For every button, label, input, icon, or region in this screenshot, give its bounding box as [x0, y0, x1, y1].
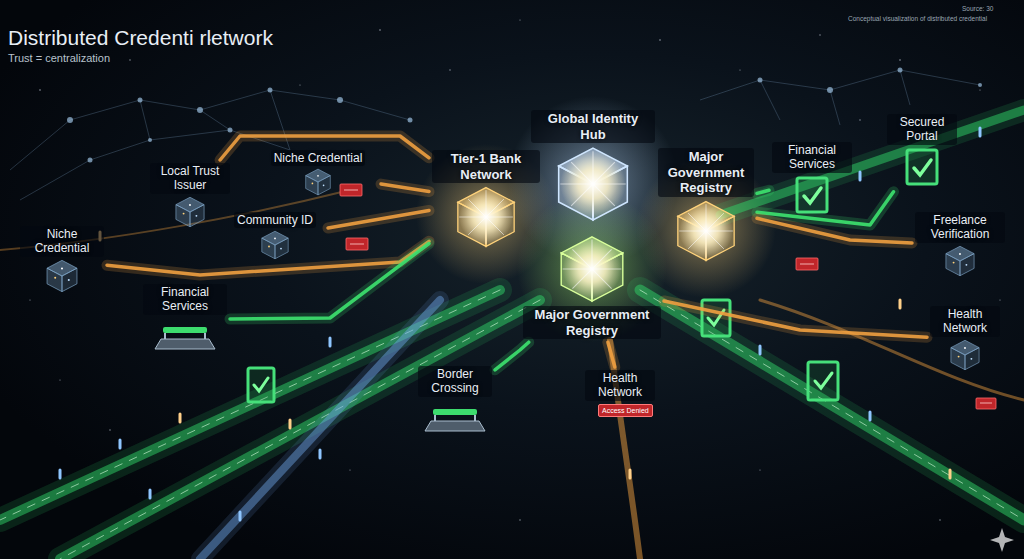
gate-node: Financial Services — [772, 142, 852, 217]
credential-cube — [174, 196, 206, 228]
credential-node: Freelance Verification — [915, 212, 1005, 279]
road-connector — [381, 184, 429, 192]
credential-node: Niche Credential — [258, 150, 378, 198]
road-connector — [608, 342, 615, 367]
gate-node: Border Crossing — [418, 366, 492, 437]
hub-cube — [454, 185, 518, 249]
road-connector — [495, 342, 529, 370]
gate-device — [423, 399, 487, 435]
node-label: Secured Portal — [887, 114, 957, 145]
hub-cube — [674, 199, 738, 263]
credential-node: Health Network — [585, 370, 655, 401]
hub-node: Tier-1 Bank Network — [432, 150, 540, 251]
node-label: Health Network — [585, 370, 655, 401]
road-connector — [757, 218, 912, 243]
node-label: Freelance Verification — [915, 212, 1005, 243]
hub-node: Global Identity Hub — [531, 110, 655, 225]
node-label: Major Government Registry — [523, 306, 661, 339]
road-connector — [230, 244, 429, 320]
note-text: Conceptual visualization of distributed … — [848, 15, 987, 22]
check-gate — [794, 175, 830, 215]
hub-node: Major Government Registry — [523, 232, 661, 339]
credential-cube — [45, 259, 79, 293]
hub-cube — [554, 145, 632, 223]
road-connector — [757, 190, 769, 193]
credential-cube — [304, 168, 332, 196]
credential-node: Health Network — [930, 306, 1000, 373]
node-label: Tier-1 Bank Network — [432, 150, 540, 183]
node-label: Community ID — [234, 212, 316, 228]
node-label: Financial Services — [143, 284, 227, 315]
road-connector — [328, 211, 429, 229]
note-text: Trust = centralization — [8, 52, 110, 64]
check-gate — [904, 147, 940, 187]
hub-cube — [557, 234, 627, 304]
credential-cube — [944, 245, 976, 277]
node-label: Border Crossing — [418, 366, 492, 397]
node-label: Global Identity Hub — [531, 110, 655, 143]
gate-device — [153, 317, 217, 353]
note-text: Source: 30 — [962, 5, 993, 12]
node-label: Major Government Registry — [658, 148, 754, 197]
credential-node: Local Trust Issuer — [150, 163, 230, 230]
node-label: Niche Credential — [20, 226, 104, 257]
credential-cube — [949, 339, 981, 371]
warning-sign: Access Denied — [598, 404, 653, 417]
node-label: Financial Services — [772, 142, 852, 173]
diagram-title: Distributed Credenti rletwork — [8, 26, 273, 50]
gate-node: Financial Services — [143, 284, 227, 355]
node-label: Health Network — [930, 306, 1000, 337]
road-connector — [664, 301, 927, 337]
credential-node: Community ID — [225, 212, 325, 262]
node-label: Niche Credential — [271, 150, 366, 166]
node-label: Local Trust Issuer — [150, 163, 230, 194]
hub-node: Major Government Registry — [658, 148, 754, 265]
credential-node: Niche Credential — [20, 226, 104, 295]
gate-node: Secured Portal — [887, 114, 957, 189]
credential-cube — [260, 230, 290, 260]
